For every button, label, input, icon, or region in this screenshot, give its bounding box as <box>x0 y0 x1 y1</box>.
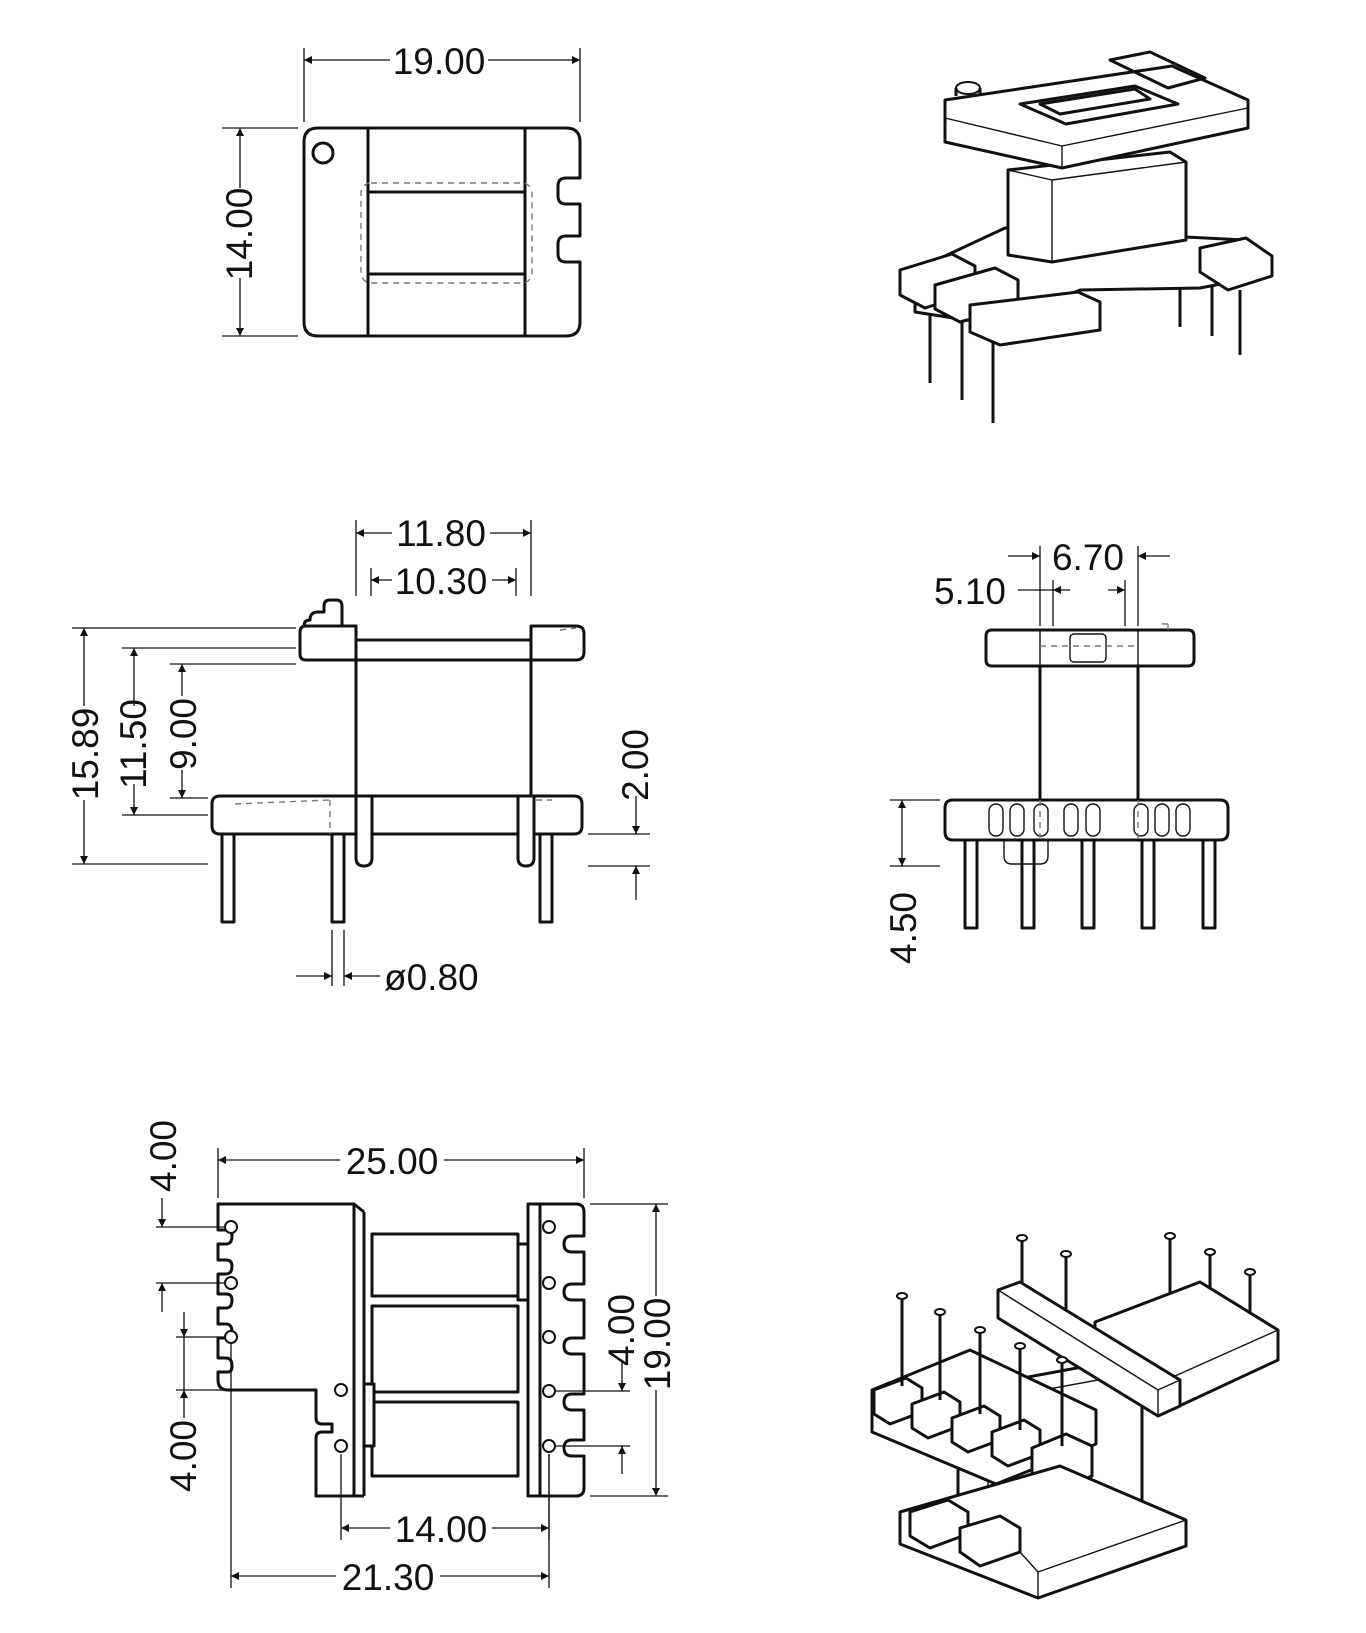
dim-bottom-left-top-4-00: 4.00 <box>143 1120 184 1192</box>
dim-top-width: 19.00 <box>393 41 486 82</box>
side-view: 6.70 5.10 4.50 <box>883 537 1230 964</box>
dim-front-2-00: 2.00 <box>615 729 656 801</box>
dim-top-height: 14.00 <box>219 188 260 281</box>
isometric-view-bottom <box>870 1232 1280 1600</box>
flange-slots <box>988 800 1191 840</box>
dim-front-11-80: 11.80 <box>396 513 486 554</box>
dim-bottom-left-bottom-4-00: 4.00 <box>163 1420 204 1492</box>
bottom-view: 25.00 19.00 4.00 4.00 4.00 14.00 <box>143 1120 678 1598</box>
dim-bottom-25-00: 25.00 <box>346 1141 439 1182</box>
dim-bottom-21-30: 21.30 <box>342 1557 435 1598</box>
dim-bottom-19-00: 19.00 <box>637 1298 678 1391</box>
dim-front-9-00: 9.00 <box>163 698 204 770</box>
dim-front-15-89: 15.89 <box>65 708 106 801</box>
dim-side-6-70: 6.70 <box>1052 537 1124 578</box>
dim-front-10-30: 10.30 <box>395 561 488 602</box>
dim-front-11-50: 11.50 <box>113 699 154 789</box>
top-view: 19.00 14.00 <box>219 41 582 338</box>
dim-bottom-14-00: 14.00 <box>395 1509 488 1550</box>
front-view: 11.80 10.30 15.89 11.50 9.00 2.00 ø0.80 <box>65 513 656 998</box>
isometric-view-top <box>898 50 1274 423</box>
dim-side-5-10: 5.10 <box>934 571 1006 612</box>
dim-side-4-50: 4.50 <box>883 892 924 964</box>
dim-bottom-right-4-00: 4.00 <box>601 1294 642 1366</box>
dim-pin-diameter: ø0.80 <box>384 957 479 998</box>
